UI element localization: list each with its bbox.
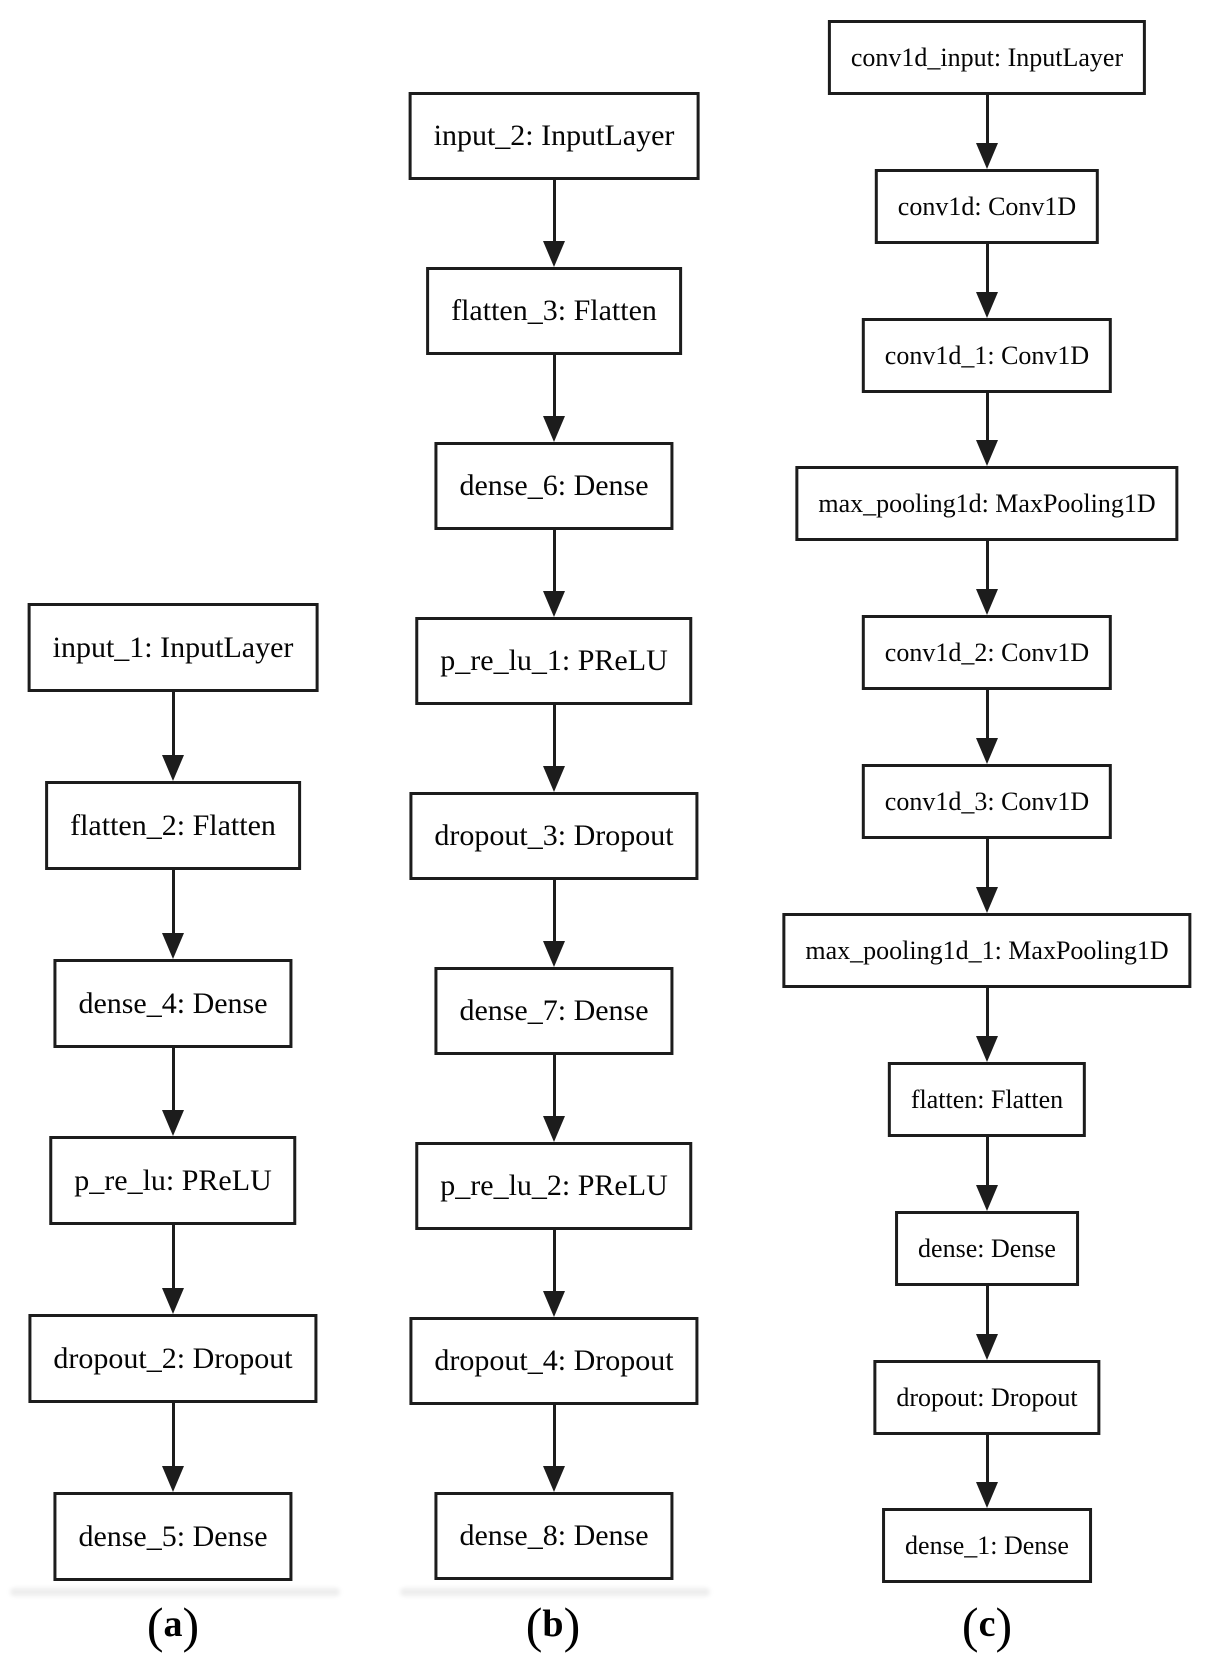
arrow-down-icon [975,393,999,466]
arrow-down-icon [975,988,999,1062]
layer-node: dense_8: Dense [434,1492,674,1580]
scan-artifact-shadow [400,1588,710,1596]
layer-node: input_1: InputLayer [27,603,319,692]
caption-b: (b) [526,1598,580,1658]
caption-letter: b [542,1603,564,1645]
arrow-down-icon [161,1048,185,1136]
arrow-down-icon [542,1230,566,1317]
arrow-down-icon [542,180,566,267]
caption-paren: ) [563,1597,581,1653]
layer-node: conv1d_2: Conv1D [861,615,1113,690]
caption-letter: c [978,1603,996,1645]
layer-node: max_pooling1d_1: MaxPooling1D [782,913,1192,988]
arrow-down-icon [542,880,566,967]
layer-node: flatten_2: Flatten [45,781,301,870]
layer-node: conv1d_1: Conv1D [861,318,1113,393]
arrow-down-icon [975,1137,999,1211]
layer-node: dense_6: Dense [434,442,674,530]
arrow-down-icon [542,705,566,792]
layer-node: dropout_4: Dropout [409,1317,699,1405]
arrow-down-icon [975,1286,999,1360]
layer-node: dropout_2: Dropout [28,1314,318,1403]
layer-node: conv1d_3: Conv1D [861,764,1113,839]
layer-node: p_re_lu_2: PReLU [415,1142,693,1230]
layer-node: p_re_lu: PReLU [49,1136,297,1225]
arrow-down-icon [161,870,185,959]
arrow-down-icon [975,839,999,913]
layer-node: dense_1: Dense [882,1508,1092,1583]
layer-node: p_re_lu_1: PReLU [415,617,693,705]
layer-node: flatten: Flatten [887,1062,1087,1137]
layer-node: dense_5: Dense [53,1492,293,1581]
arrow-down-icon [975,95,999,169]
arrow-down-icon [975,244,999,318]
layer-node: dropout_3: Dropout [409,792,699,880]
arrow-down-icon [542,1055,566,1142]
layer-node: dense_4: Dense [53,959,293,1048]
layer-node: flatten_3: Flatten [426,267,682,355]
arrow-down-icon [975,1435,999,1508]
scan-artifact-shadow [10,1588,340,1596]
layer-node: max_pooling1d: MaxPooling1D [795,466,1179,541]
layer-node: dropout: Dropout [873,1360,1101,1435]
layer-node: conv1d_input: InputLayer [827,20,1147,95]
caption-paren: ) [182,1597,200,1653]
caption-paren: ( [146,1597,164,1653]
arrow-down-icon [975,690,999,764]
caption-paren: ( [961,1597,979,1653]
arrow-down-icon [542,355,566,442]
caption-a: (a) [147,1598,199,1658]
arrow-down-icon [161,1403,185,1492]
arrow-down-icon [161,1225,185,1314]
arrow-down-icon [161,692,185,781]
layer-node: conv1d: Conv1D [874,169,1100,244]
caption-letter: a [163,1603,183,1645]
layer-node: input_2: InputLayer [408,92,700,180]
arrow-down-icon [975,541,999,615]
caption-c: (c) [962,1598,1012,1658]
arrow-down-icon [542,1405,566,1492]
caption-paren: ( [525,1597,543,1653]
caption-paren: ) [995,1597,1013,1653]
layer-node: dense: Dense [895,1211,1079,1286]
layer-node: dense_7: Dense [434,967,674,1055]
arrow-down-icon [542,530,566,617]
